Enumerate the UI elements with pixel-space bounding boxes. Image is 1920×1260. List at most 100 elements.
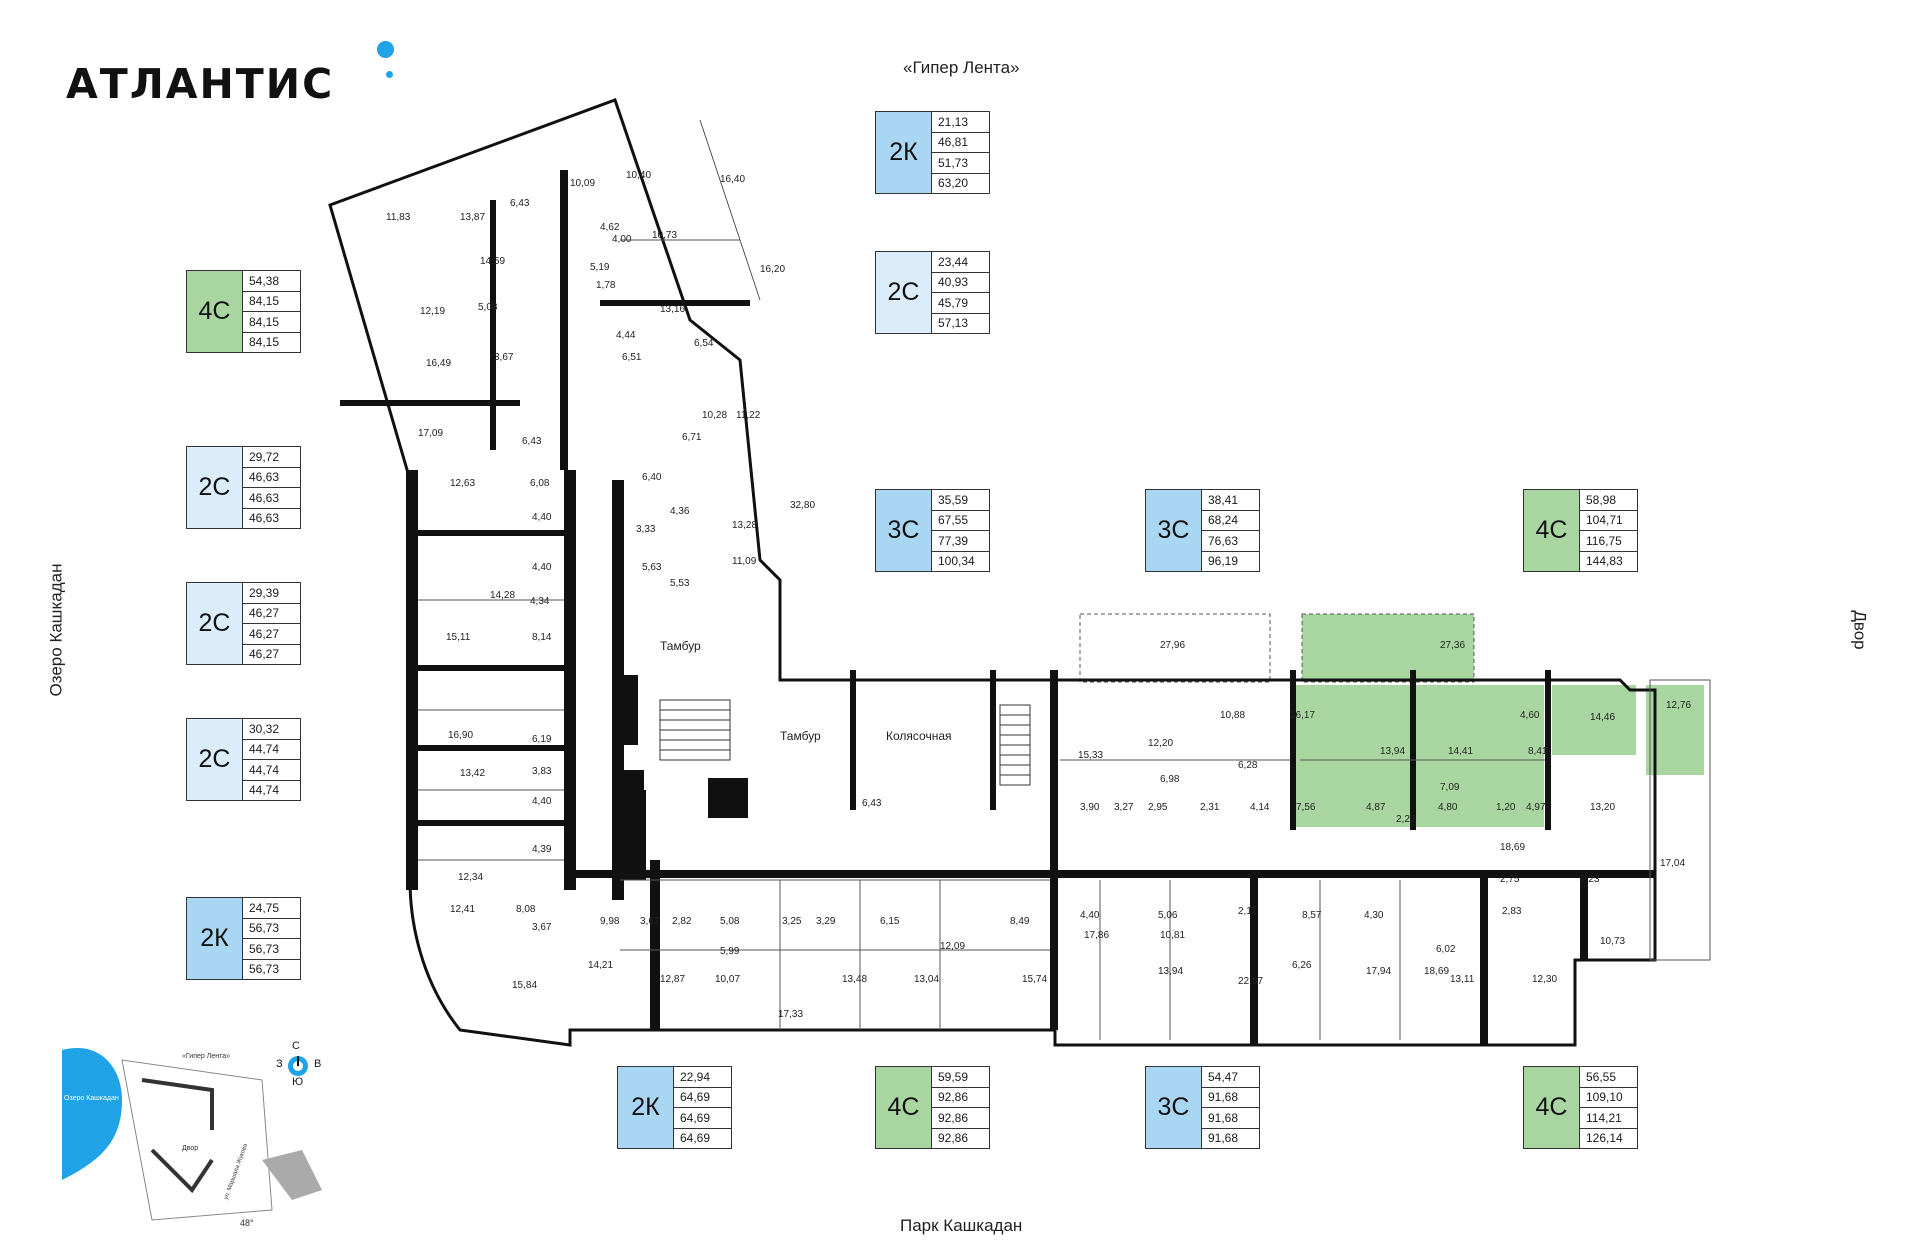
- card-value: 46,63: [243, 488, 300, 509]
- room-area: 3,83: [532, 766, 552, 777]
- card-value: 21,13: [932, 112, 989, 133]
- room-area: 32,80: [790, 500, 816, 511]
- tower-outline: [328, 98, 1657, 1047]
- room-area: 4,40: [532, 512, 552, 523]
- room-area: 6,43: [510, 198, 530, 209]
- card-value: 100,34: [938, 554, 975, 569]
- room-area: 4,00: [612, 234, 632, 245]
- room-area: 12,63: [450, 478, 476, 489]
- room-area: 12,87: [660, 974, 686, 985]
- room-area: 4,36: [670, 506, 690, 517]
- card-value: 59,59: [932, 1067, 989, 1088]
- card-value: 104,71: [1580, 511, 1637, 531]
- card-value: 29,39: [243, 583, 300, 604]
- room-area: 10,73: [652, 230, 678, 241]
- room-area: 15,33: [1078, 750, 1104, 761]
- card-value: 22,94: [674, 1067, 731, 1088]
- card-value: 84,15: [243, 312, 300, 333]
- room-area: 2,31: [1200, 802, 1220, 813]
- room-area: 10,88: [1220, 710, 1246, 721]
- room-area: 6,43: [522, 436, 542, 447]
- elevators: [620, 770, 748, 860]
- room-area: 17,86: [1084, 930, 1110, 941]
- lake-shape: [62, 1048, 122, 1180]
- card-value: 58,98: [1580, 490, 1637, 511]
- card-value: 126,14: [1586, 1131, 1623, 1146]
- walls: [340, 170, 1656, 1045]
- card-value: 67,55: [932, 511, 989, 531]
- room-area: 12,34: [458, 872, 484, 883]
- street-bottom: Парк Кашкадан: [900, 1216, 1023, 1235]
- room-area: 12,41: [450, 904, 476, 915]
- card-value: 54,38: [243, 271, 300, 292]
- room-area: 6,98: [1160, 774, 1180, 785]
- card-value: 91,68: [1202, 1088, 1259, 1108]
- highlight-terrace: [1301, 613, 1475, 683]
- room-area: 8,41: [1528, 746, 1548, 757]
- card-value: 64,69: [680, 1131, 711, 1146]
- card-value: 54,47: [1202, 1067, 1259, 1088]
- room-area: 6,28: [1238, 760, 1258, 771]
- card-type: 2К: [187, 898, 243, 979]
- card-value: 30,32: [243, 719, 300, 740]
- card-value: 56,55: [1580, 1067, 1637, 1088]
- room-area: 3,67: [532, 922, 552, 933]
- room-area: 13,42: [460, 768, 486, 779]
- room-area: 3,29: [816, 916, 836, 927]
- card-value: 45,79: [932, 293, 989, 314]
- room-area: 4,34: [530, 596, 550, 607]
- room-area: 10,07: [715, 974, 741, 985]
- room-area: 8,57: [1302, 910, 1322, 921]
- room-area: 15,84: [512, 980, 538, 991]
- card-type: 3С: [1146, 490, 1202, 571]
- room-area: 6,43: [862, 798, 882, 809]
- card-value: 109,10: [1580, 1088, 1637, 1108]
- room-area: 6,71: [682, 432, 702, 443]
- street-top: «Гипер Лента»: [903, 58, 1020, 77]
- card-value: 114,21: [1580, 1108, 1637, 1129]
- card-value: 91,68: [1208, 1131, 1239, 1146]
- room-area: 17,04: [1660, 858, 1686, 869]
- card-type: 4С: [187, 271, 243, 352]
- card-value: 35,59: [932, 490, 989, 511]
- compass-s: Ю: [292, 1076, 304, 1088]
- room-area: 11,83: [386, 212, 411, 223]
- room-area: 4,40: [532, 796, 552, 807]
- interior-lines: [418, 119, 1711, 1040]
- card-value: 68,24: [1202, 511, 1259, 531]
- card-type: 2К: [618, 1067, 674, 1148]
- room-area: 16,90: [448, 730, 474, 741]
- mini-map-label: Двор: [182, 1145, 198, 1152]
- card-value: 40,93: [932, 273, 989, 293]
- room-area: 12,76: [1666, 700, 1692, 711]
- label-tambur-2: Тамбур: [780, 729, 821, 743]
- card-value: 84,15: [249, 335, 280, 350]
- card-value: 29,72: [243, 447, 300, 468]
- room-area: 4,87: [1366, 802, 1386, 813]
- card-value: 44,74: [249, 783, 280, 798]
- card-value: 91,68: [1202, 1108, 1259, 1129]
- card-type: 3С: [876, 490, 932, 571]
- card-type: 4С: [876, 1067, 932, 1148]
- room-area: 3,67: [640, 916, 660, 927]
- room-area: 13,16: [660, 304, 686, 315]
- room-area: 13,87: [460, 212, 486, 223]
- room-area: 12,19: [420, 306, 446, 317]
- room-area: 2,23: [1396, 814, 1416, 825]
- room-area: 10,81: [1160, 930, 1186, 941]
- room-area: 3,67: [494, 352, 514, 363]
